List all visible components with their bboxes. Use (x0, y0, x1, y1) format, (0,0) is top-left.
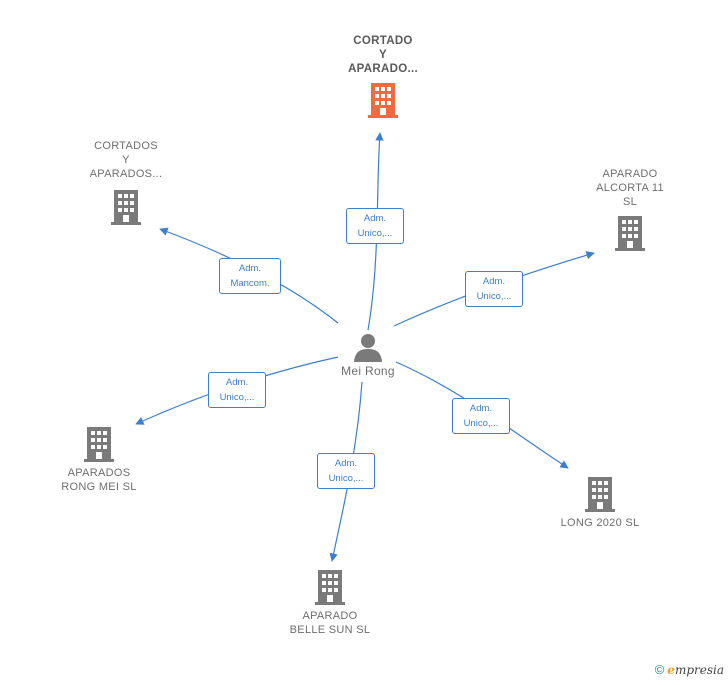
company-label: APARADO ALCORTA 11 SL (596, 168, 664, 208)
company-node-long-2020[interactable]: LONG 2020 SL (546, 476, 654, 530)
company-node-cortado-aparado[interactable]: CORTADO Y APARADO... (326, 34, 440, 118)
company-label: APARADOS RONG MEI SL (61, 467, 137, 493)
relation-label-cortado-aparado[interactable]: Adm. Unico,... (346, 208, 404, 244)
company-label: LONG 2020 SL (560, 517, 640, 529)
company-label: APARADO BELLE SUN SL (289, 610, 371, 636)
building-icon (84, 427, 114, 462)
person-icon (354, 334, 382, 362)
brand-name: mpresia (674, 663, 724, 677)
relation-label-aparados-rong-mei[interactable]: Adm. Unico,... (208, 372, 266, 408)
relation-label-long-2020[interactable]: Adm. Unico,... (452, 398, 510, 434)
relation-label-aparado-alcorta[interactable]: Adm. Unico,... (465, 271, 523, 307)
relation-label-aparado-belle-sun[interactable]: Adm. Unico,... (317, 453, 375, 489)
building-icon (615, 216, 645, 251)
building-icon (315, 570, 345, 605)
relation-label-cortados-aparados[interactable]: Adm. Mancom. (219, 258, 281, 294)
company-node-cortados-aparados[interactable]: CORTADOS Y APARADOS... (74, 139, 178, 225)
company-label: CORTADO Y APARADO... (348, 35, 418, 75)
person-name: Mei Rong (341, 364, 395, 378)
person-node[interactable]: Mei Rong (326, 332, 410, 378)
company-node-aparado-alcorta[interactable]: APARADO ALCORTA 11 SL (578, 167, 682, 251)
building-icon (585, 477, 615, 512)
brand-initial: e (667, 663, 675, 677)
copyright-icon: © (654, 662, 665, 677)
building-icon (111, 190, 141, 225)
company-node-aparado-belle-sun[interactable]: APARADO BELLE SUN SL (274, 569, 386, 637)
brand-logo: empresia (667, 663, 724, 677)
brand-footer: ©empresia (655, 662, 724, 677)
company-label: CORTADOS Y APARADOS... (89, 140, 163, 180)
company-node-aparados-rong-mei[interactable]: APARADOS RONG MEI SL (44, 426, 154, 494)
building-icon (368, 83, 398, 118)
